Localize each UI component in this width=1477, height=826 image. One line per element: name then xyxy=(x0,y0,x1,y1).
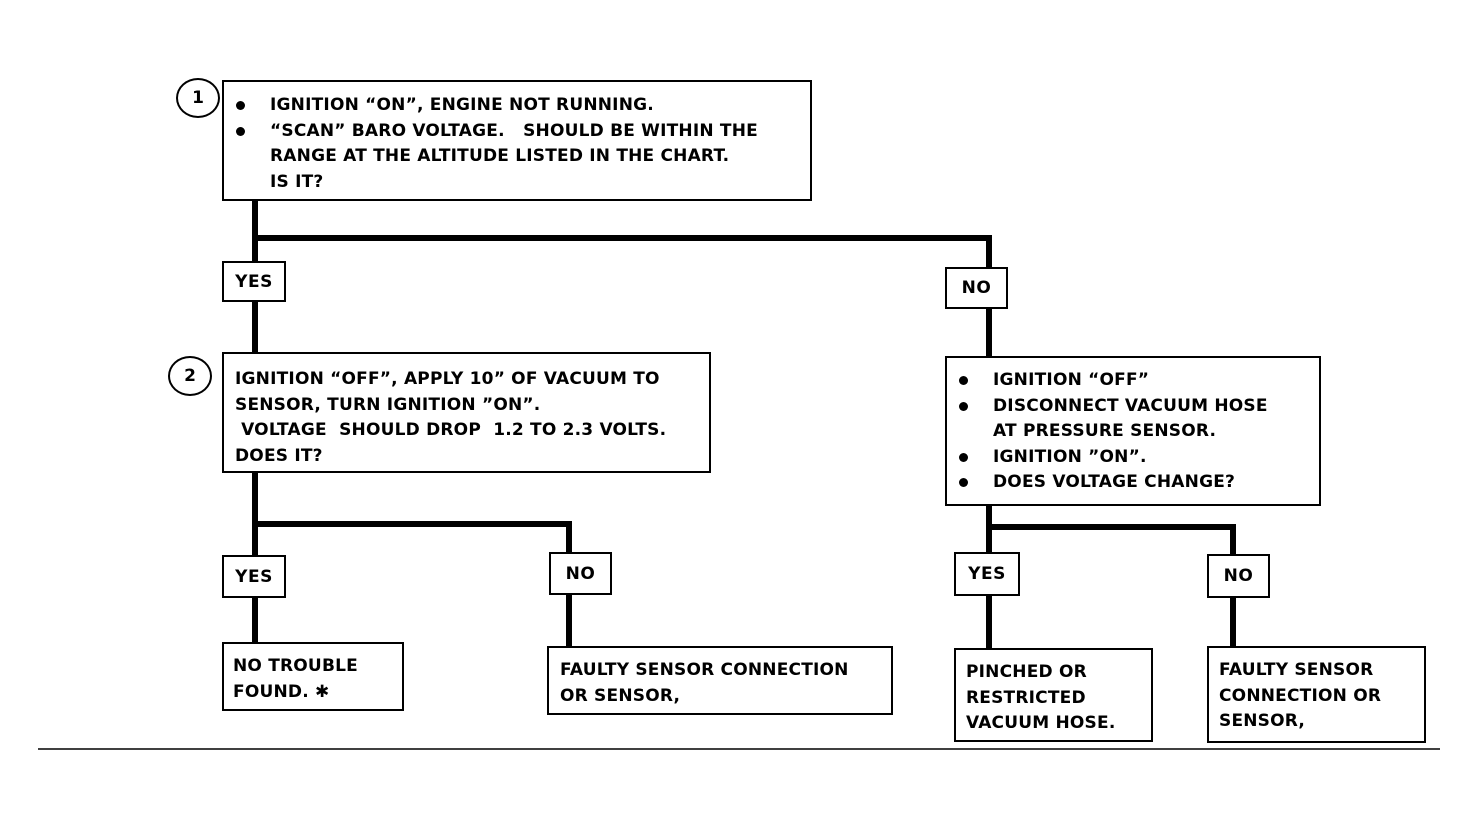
result-2-line-2: OR SENSOR, xyxy=(560,685,681,706)
step-2-box: IGNITION “OFF”, APPLY 10” OF VACUUM TO SE… xyxy=(222,352,711,473)
bullet-dot-icon xyxy=(959,376,968,385)
result-1-line-2: FOUND. ✱ xyxy=(233,681,330,702)
step-2-line-2: SENSOR, TURN IGNITION ”ON”. xyxy=(235,394,541,415)
step-2-number: 2 xyxy=(168,356,212,396)
result-2-line-1: FAULTY SENSOR CONNECTION xyxy=(560,660,849,680)
no-label-1: NO xyxy=(945,267,1008,309)
result-4-line-3: SENSOR, xyxy=(1219,711,1306,731)
step-3-bullet-3: IGNITION ”ON”. xyxy=(947,445,1319,471)
step-1-box: IGNITION “ON”, ENGINE NOT RUNNING.“SCAN”… xyxy=(222,80,812,201)
step-2-line-1: IGNITION “OFF”, APPLY 10” OF VACUUM TO xyxy=(235,369,660,389)
result-pinched-hose: PINCHED OR RESTRICTED VACUUM HOSE. xyxy=(954,648,1153,742)
result-4-line-1: FAULTY SENSOR xyxy=(1219,660,1374,680)
no-label-3: NO xyxy=(1207,554,1270,598)
result-4-line-2: CONNECTION OR xyxy=(1219,685,1382,706)
yes-label-2: YES xyxy=(222,555,286,598)
result-3-line-2: RESTRICTED xyxy=(966,687,1086,708)
step-1-bullet-2-line-3: IS IT? xyxy=(270,171,324,192)
result-3-line-1: PINCHED OR xyxy=(966,662,1087,682)
step-3-bullet-4: DOES VOLTAGE CHANGE? xyxy=(947,470,1319,496)
step-3-bullet-2-line-2: AT PRESSURE SENSOR. xyxy=(993,421,1217,441)
step-3-bullet-1: IGNITION “OFF” xyxy=(947,368,1319,394)
result-faulty-sensor: FAULTY SENSOR CONNECTION OR SENSOR, xyxy=(1207,646,1426,743)
step-1-bullet-1: IGNITION “ON”, ENGINE NOT RUNNING. xyxy=(224,93,810,119)
yes-label-1: YES xyxy=(222,261,286,302)
step-2-line-3: VOLTAGE SHOULD DROP 1.2 TO 2.3 VOLTS. xyxy=(235,420,667,440)
step-1-bullet-2-line-2: RANGE AT THE ALTITUDE LISTED IN THE CHAR… xyxy=(270,146,730,166)
result-1-line-1: NO TROUBLE xyxy=(233,656,358,676)
bullet-dot-icon xyxy=(959,401,968,411)
result-no-trouble: NO TROUBLE FOUND. ✱ xyxy=(222,642,404,711)
bullet-dot-icon xyxy=(959,478,968,487)
step-3-bullet-2: DISCONNECT VACUUM HOSE xyxy=(947,394,1319,420)
bullet-dot-icon xyxy=(236,126,245,136)
no-label-2: NO xyxy=(549,552,612,595)
result-3-line-3: VACUUM HOSE. xyxy=(966,713,1116,733)
result-faulty-sensor-connection: FAULTY SENSOR CONNECTION OR SENSOR, xyxy=(547,646,893,715)
step-1-number: 1 xyxy=(176,78,220,118)
bullet-dot-icon xyxy=(959,452,968,462)
bullet-dot-icon xyxy=(236,101,245,110)
step-2-line-4: DOES IT? xyxy=(235,445,323,466)
step-1-bullet-2: “SCAN” BARO VOLTAGE. SHOULD BE WITHIN TH… xyxy=(224,119,810,145)
yes-label-3: YES xyxy=(954,552,1020,596)
